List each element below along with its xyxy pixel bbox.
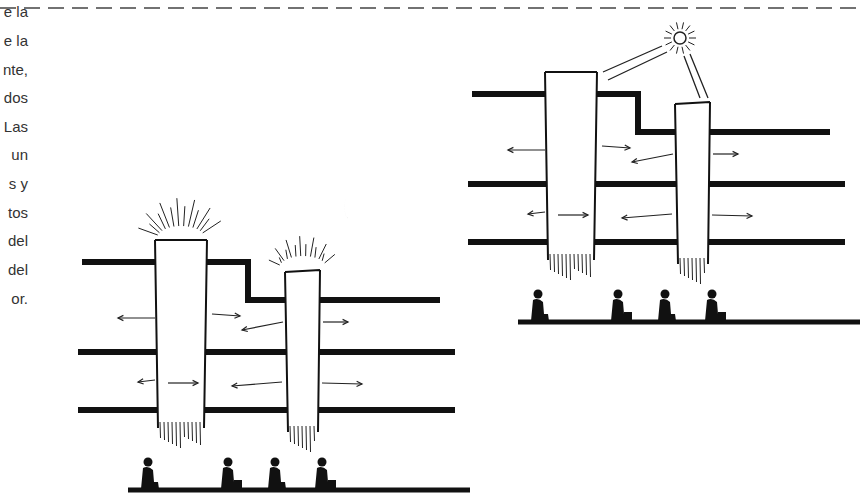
glow-ray bbox=[184, 206, 185, 226]
glow-ray bbox=[325, 254, 335, 263]
paragraph-fragment: un bbox=[11, 146, 28, 164]
paragraph-fragment: s y bbox=[9, 175, 28, 193]
glow-ray bbox=[300, 236, 301, 256]
glow-ray bbox=[295, 245, 297, 256]
sun-ray bbox=[670, 45, 674, 50]
sun-ray bbox=[670, 25, 674, 30]
glow-ray bbox=[286, 250, 288, 259]
glow-ray bbox=[188, 200, 194, 227]
paragraph-fragment: Las bbox=[4, 118, 28, 136]
sun-ray bbox=[689, 38, 696, 39]
glow-ray bbox=[269, 260, 280, 265]
glow-ray bbox=[158, 214, 165, 229]
sun-ray bbox=[664, 38, 671, 39]
paragraph-fragment: or. bbox=[11, 290, 28, 308]
glow-ray bbox=[203, 221, 221, 233]
glow-ray bbox=[305, 244, 306, 256]
paragraph-fragment: e la bbox=[4, 32, 28, 50]
sun-ray bbox=[686, 45, 690, 50]
glow-ray bbox=[171, 207, 174, 226]
sun-ray bbox=[676, 47, 678, 54]
glow-ray bbox=[319, 244, 326, 259]
dashed-divider bbox=[0, 7, 860, 9]
glow-ray bbox=[322, 254, 324, 261]
glow-ray bbox=[160, 203, 170, 228]
sun-ray bbox=[666, 42, 672, 45]
glow-ray bbox=[286, 240, 291, 258]
sun-ray bbox=[686, 25, 690, 30]
glow-ray bbox=[310, 238, 313, 257]
moon bbox=[344, 192, 372, 225]
paragraph-fragment: dos bbox=[4, 89, 28, 107]
paragraph-fragment: tos bbox=[8, 204, 28, 222]
sun-ray bbox=[676, 22, 678, 29]
sun-ray bbox=[688, 31, 694, 34]
sun-ray bbox=[682, 22, 684, 29]
paragraph-fragment: del bbox=[8, 232, 28, 250]
paragraph-fragment: nte, bbox=[3, 61, 28, 79]
sun-ray bbox=[688, 42, 694, 45]
sun-ray bbox=[682, 47, 684, 54]
night-sketch bbox=[78, 240, 470, 490]
paragraph-fragment: del bbox=[8, 261, 28, 279]
day-sketch bbox=[468, 72, 860, 322]
sun-ray bbox=[666, 31, 672, 34]
glow-ray bbox=[279, 257, 281, 262]
glow-ray bbox=[275, 248, 284, 260]
glow-ray bbox=[315, 247, 316, 257]
paragraph-fragment: e la bbox=[4, 3, 28, 21]
night-light-rays bbox=[138, 198, 334, 265]
glow-ray bbox=[193, 210, 199, 227]
sun bbox=[603, 22, 708, 98]
glow-ray bbox=[149, 224, 159, 233]
glow-ray bbox=[177, 198, 179, 226]
